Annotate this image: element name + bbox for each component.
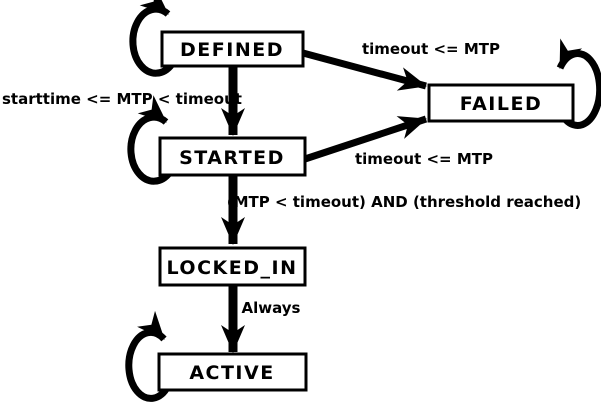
self-loop-started xyxy=(127,95,173,185)
self-loop-defined xyxy=(129,0,175,77)
state-failed: FAILED xyxy=(427,83,575,123)
state-defined-label: DEFINED xyxy=(180,39,284,61)
state-started-label: STARTED xyxy=(179,147,285,169)
state-started: STARTED xyxy=(158,136,307,177)
edge-label-lockedin-active: Always xyxy=(242,299,301,317)
self-loop-failed xyxy=(556,38,601,129)
edge-label-defined-started: starttime <= MTP < timeout xyxy=(2,90,242,108)
edge-label-defined-failed: timeout <= MTP xyxy=(362,40,500,58)
state-active-box xyxy=(157,352,308,392)
edge-label-started-lockedin: (MTP < timeout) AND (threshold reached) xyxy=(227,193,582,211)
state-lockedin: LOCKED_IN xyxy=(158,246,307,287)
state-failed-label: FAILED xyxy=(460,93,542,115)
state-started-box xyxy=(158,136,307,177)
state-active-label: ACTIVE xyxy=(189,362,274,384)
state-lockedin-label: LOCKED_IN xyxy=(167,257,298,279)
transition-started-to-failed xyxy=(303,115,428,163)
state-defined: DEFINED xyxy=(160,30,305,68)
state-defined-box xyxy=(160,30,305,68)
edge-label-started-failed: timeout <= MTP xyxy=(355,150,493,168)
state-lockedin-box xyxy=(158,246,307,287)
state-failed-box xyxy=(427,83,575,123)
self-loop-active xyxy=(125,310,172,402)
state-active: ACTIVE xyxy=(157,352,308,392)
transition-defined-to-failed xyxy=(302,49,427,91)
